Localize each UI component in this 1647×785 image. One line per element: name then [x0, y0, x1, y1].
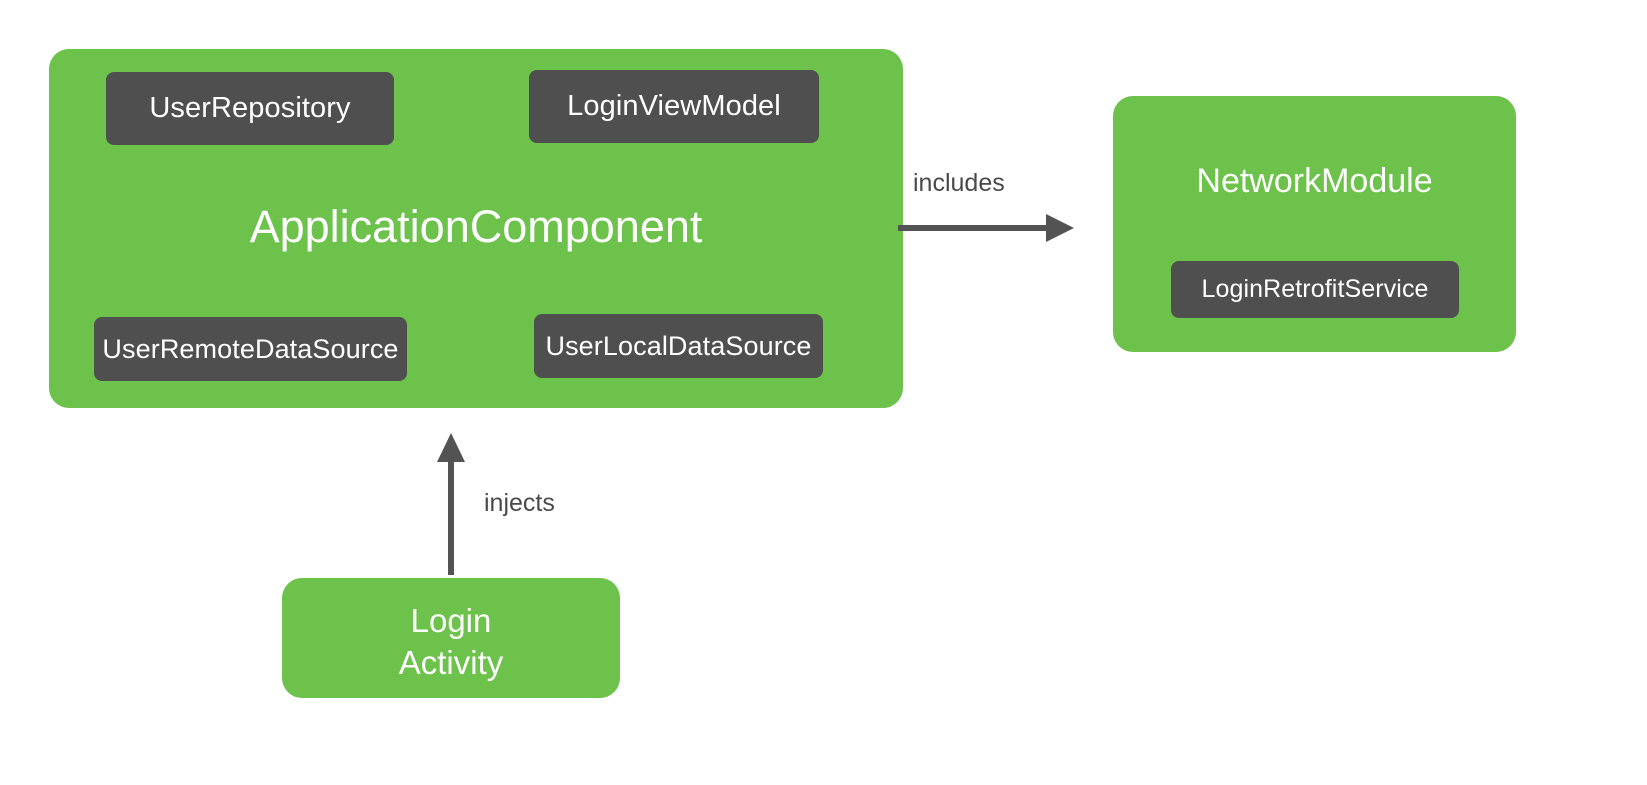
- edge-label-includes: includes: [913, 169, 1005, 197]
- edge-arrow-includes: [898, 214, 1074, 242]
- class-chip-user-local-data-source[interactable]: UserLocalDataSource: [534, 314, 823, 378]
- edge-arrow-injects: [437, 433, 465, 575]
- includes-arrow-head: [1046, 214, 1074, 242]
- edge-label-injects: injects: [484, 489, 555, 517]
- class-chip-login-view-model[interactable]: LoginViewModel: [529, 70, 819, 143]
- network-module-title: NetworkModule: [1196, 162, 1433, 200]
- login-activity-title: Login Activity: [282, 600, 620, 684]
- login-activity-node[interactable]: [282, 578, 620, 698]
- login-activity-title-line2: Activity: [398, 644, 504, 682]
- class-chip-login-retrofit-service[interactable]: LoginRetrofitService: [1171, 261, 1459, 318]
- class-chip-user-remote-data-source[interactable]: UserRemoteDataSource: [94, 317, 407, 381]
- injects-arrow-head: [437, 433, 465, 462]
- application-component-title: ApplicationComponent: [249, 201, 703, 252]
- login-activity-title-line1: Login: [410, 602, 492, 639]
- class-chip-user-repository[interactable]: UserRepository: [106, 72, 394, 145]
